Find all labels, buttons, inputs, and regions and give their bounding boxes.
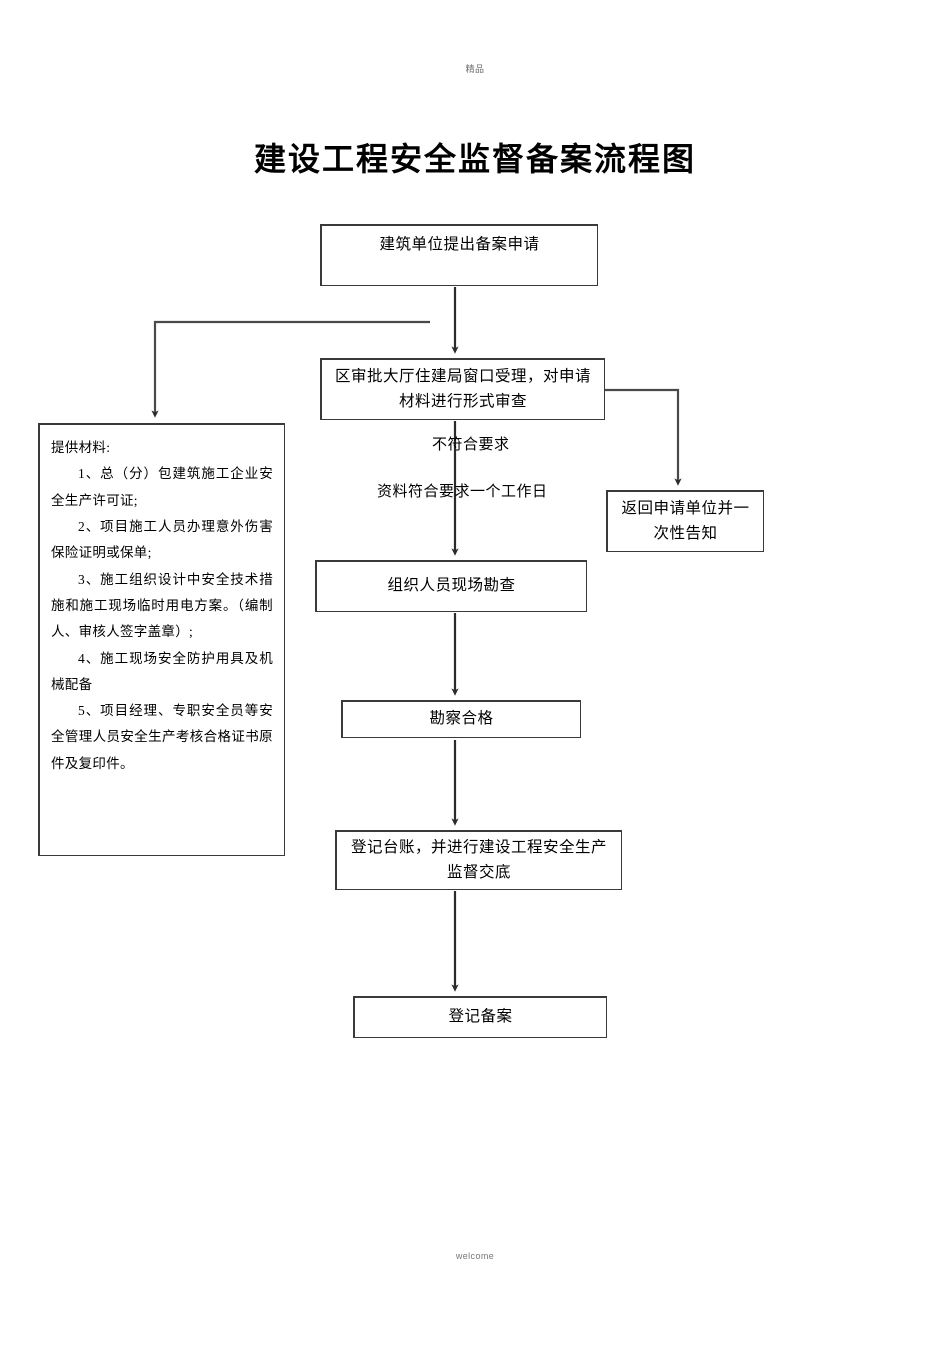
materials-item-1: 1、总（分）包建筑施工企业安全生产许可证; [51, 466, 273, 508]
node-pass: 勘察合格 [341, 700, 581, 738]
node-accept-label: 区审批大厅住建局窗口受理，对申请材料进行形式审查 [334, 368, 591, 410]
node-ledger-label: 登记台账，并进行建设工程安全生产监督交底 [350, 839, 607, 881]
node-ledger: 登记台账，并进行建设工程安全生产监督交底 [335, 830, 622, 890]
watermark-bottom: welcome [455, 1251, 495, 1261]
materials-heading: 提供材料: [51, 440, 111, 455]
materials-item-2: 2、项目施工人员办理意外伤害保险证明或保单; [51, 518, 273, 561]
node-record-label: 登记备案 [448, 1008, 513, 1026]
watermark-top: 精品 [465, 64, 485, 74]
node-materials-list: 提供材料: 1、总（分）包建筑施工企业安全生产许可证; 2、项目施工人员办理意外… [38, 423, 285, 856]
node-accept: 区审批大厅住建局窗口受理，对申请材料进行形式审查 [320, 358, 605, 420]
materials-item-3: 3、施工组织设计中安全技术措施和施工现场临时用电方案。（编制人、审核人签字盖章）… [51, 571, 273, 640]
node-return-label: 返回申请单位并一次性告知 [621, 500, 750, 542]
node-apply: 建筑单位提出备案申请 [320, 224, 598, 286]
edge-accept-to-return [605, 388, 682, 486]
node-survey-label: 组织人员现场勘查 [387, 577, 516, 595]
materials-item-4: 4、施工现场安全防护用具及机械配备 [51, 650, 273, 692]
page-title: 建设工程安全监督备案流程图 [253, 141, 696, 177]
node-return: 返回申请单位并一次性告知 [606, 490, 764, 552]
node-survey: 组织人员现场勘查 [315, 560, 587, 612]
node-apply-label: 建筑单位提出备案申请 [379, 236, 540, 253]
node-record: 登记备案 [353, 996, 607, 1038]
materials-item-5: 5、项目经理、专职安全员等安全管理人员安全生产考核合格证书原件及复印件。 [51, 703, 273, 771]
edge-label-reject: 不符合要求 [432, 437, 510, 453]
edge-label-ok: 资料符合要求一个工作日 [377, 484, 548, 500]
node-pass-label: 勘察合格 [429, 710, 494, 728]
